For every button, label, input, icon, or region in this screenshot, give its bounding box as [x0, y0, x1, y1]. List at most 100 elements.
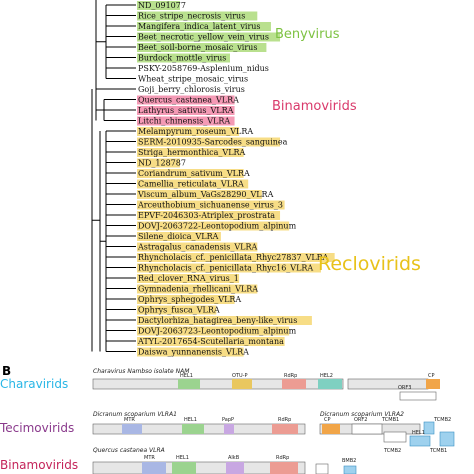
leaf-8: Goji_berry_chlorosis_virus	[138, 85, 245, 94]
leaf-6: PSKY-2058769-Asplenium_nidus	[138, 64, 269, 73]
leaf-27: Gymnadenia_rhellicani_VLRA	[137, 284, 258, 294]
leaf-highlight	[137, 148, 244, 157]
leaf-33: Daiswa_yunnanensis_VLRA	[137, 347, 249, 357]
leaf-label: Ophrys_fusca_VLRA	[138, 306, 220, 315]
orf2-box	[351, 423, 383, 435]
label-orf3: ORF3	[398, 385, 411, 391]
leaf-25: Rhyncholacis_cf._penicillata_Rhyc16_VLRA	[137, 263, 321, 273]
leaf-2: Mangifera_indica_latent_virus	[137, 22, 271, 31]
leaf-label: Litchi_chinensis_VLRA	[138, 117, 230, 126]
tcmb1-box	[383, 431, 407, 443]
leaf-highlight	[137, 1, 180, 10]
leaf-26: Red_clover_RNA_virus_1	[137, 274, 240, 283]
leaf-label: ND_091077	[138, 1, 186, 10]
leaf-21: DOVJ-2063722-Leontopodium_alpinum	[137, 221, 297, 231]
label-tcmb1: TCMB1	[381, 417, 399, 423]
leaf-label: Striga_hermonthica_VLRA	[138, 148, 246, 157]
leaf-label: Wheat_stripe_mosaic_virus	[138, 75, 248, 84]
orf3-box	[399, 391, 437, 401]
label-mtr-2: MTR	[144, 455, 155, 461]
label-rdrp: RdRp	[284, 373, 297, 379]
leaf-label: Beet_soil-borne_mosaic_virus	[138, 43, 257, 52]
label-cp-2: CP	[324, 417, 331, 423]
leaf-highlight	[137, 43, 267, 52]
leaf-label: Viscum_album_VaGs28290_VLRA	[137, 190, 274, 199]
label-tcmb2-b: TCMB2	[383, 448, 401, 454]
leaf-label: Rhyncholacis_cf._penicillata_Rhyc16_VLRA	[138, 264, 313, 273]
genome-title-quercus: Quercus castanea VLRA	[93, 447, 165, 454]
leaf-3: Beet_necrotic_yellow_vein_virus	[137, 32, 281, 42]
leaf-label: ND_128787	[138, 159, 186, 168]
leaf-28: Ophrys_sphegodes_VLRA	[137, 295, 241, 304]
leaf-23: Astragalus_canadensis_VLRA	[137, 242, 257, 252]
domain-papp	[224, 424, 234, 434]
leaf-label: Camellia_reticulata_VLRA	[138, 180, 244, 189]
leaf-label: Dactylorhiza_hatagirea_beny-like_virus	[138, 316, 297, 325]
leaf-label: ATYL-2017654-Scutellaria_montana	[137, 337, 284, 346]
label-orf2: ORF2	[354, 417, 367, 423]
domain-cp-2	[322, 424, 340, 434]
label-hel1-5: HEL1	[176, 455, 189, 461]
clade-label-reclovirids: Reclovirids	[318, 253, 421, 275]
label-otup: OTU-P	[232, 373, 247, 379]
group-label-binamovirids: Binamovirids	[0, 458, 78, 472]
leaf-highlight	[137, 284, 258, 294]
leaf-label: Goji_berry_chlorosis_virus	[138, 85, 245, 94]
leaf-13: SERM-2010935-Sarcodes_sanguinea	[137, 137, 288, 147]
leaf-30: Dactylorhiza_hatagirea_beny-like_virus	[137, 316, 312, 325]
leaf-20: EPVF-2046303-Atriplex_prostrata	[137, 211, 281, 220]
domain-mtr-2	[142, 462, 166, 474]
domain-hel2	[318, 379, 342, 389]
leaf-label: Astragalus_canadensis_VLRA	[137, 243, 257, 252]
leaf-highlight	[137, 169, 244, 178]
leaf-highlight	[137, 127, 240, 136]
leaf-highlight	[137, 158, 180, 168]
leaf-label: Coriandrum_sativum_VLRA	[138, 169, 250, 178]
leaf-highlight	[137, 190, 262, 199]
leaf-highlight	[137, 347, 244, 357]
leaf-highlight	[137, 295, 235, 304]
leaf-label: Rhyncholacis_cf._penicillata_Rhyc27837_V…	[138, 253, 329, 262]
leaf-14: Striga_hermonthica_VLRA	[137, 148, 246, 157]
genome-quercus-castanea: Quercus castanea VLRA MTR HEL1 AlkB RdRp…	[92, 447, 356, 474]
leaf-label: Red_clover_RNA_virus_1	[138, 274, 239, 283]
label-cp: CP	[428, 373, 435, 379]
tcmb-block	[439, 431, 455, 447]
genome-bar	[92, 378, 344, 390]
leaf-highlight	[137, 116, 235, 126]
leaf-highlight	[137, 11, 258, 21]
domain-alkb	[226, 462, 244, 474]
leaf-12: Melampyrum_roseum_VLRA	[137, 127, 253, 136]
leaf-highlight	[137, 221, 290, 231]
label-hel1-3: HEL1	[412, 430, 425, 436]
label-mtr: MTR	[124, 417, 135, 423]
leaf-highlight	[137, 337, 285, 346]
leaf-11: Litchi_chinensis_VLRA	[137, 116, 235, 126]
label-tcmb1-b: TCMB1	[429, 448, 447, 454]
leaf-label: Burdock_mottle_virus	[138, 54, 226, 63]
leaf-label: EPVF-2046303-Atriplex_prostrata	[138, 211, 275, 220]
leaf-highlight	[137, 32, 281, 42]
domain-rdrp	[272, 424, 298, 434]
leaf-label: Beet_necrotic_yellow_vein_virus	[138, 33, 269, 42]
leaf-label: Mangifera_indica_latent_virus	[138, 22, 261, 31]
leaf-19: Arceuthobium_sichuanense_virus_3	[137, 200, 285, 210]
leaf-highlight	[137, 179, 249, 189]
label-bmb2: BMB2	[342, 458, 356, 464]
leaf-15: ND_128787	[137, 158, 186, 168]
leaf-label: Quercus_castanea_VLRA	[138, 96, 239, 105]
leaf-18: Viscum_album_VaGs28290_VLRA	[137, 190, 274, 199]
leaf-22: Silene_dioica_VLRA	[137, 232, 221, 241]
domain-rdrp	[282, 379, 306, 389]
domain-rdrp-3	[270, 462, 298, 474]
label-rdrp-2: RdRp	[278, 417, 291, 423]
leaf-label: DOVJ-2063723-Leontopodium_alpinum	[138, 327, 297, 336]
group-label-charavirids: Charavirids	[0, 377, 68, 391]
leaf-highlight	[137, 232, 221, 241]
genome-dicranum-vlra2: Dicranum scoparium VLRA2 CP ORF2 TCMB1 T…	[319, 411, 455, 454]
leaf-highlight	[137, 137, 281, 147]
leaf-24: Rhyncholacis_cf._penicillata_Rhyc27837_V…	[137, 253, 335, 262]
leaf-highlight	[137, 95, 235, 105]
leaf-highlight	[137, 22, 271, 31]
leaf-label: Rice_stripe_necrosis_virus	[138, 12, 245, 21]
